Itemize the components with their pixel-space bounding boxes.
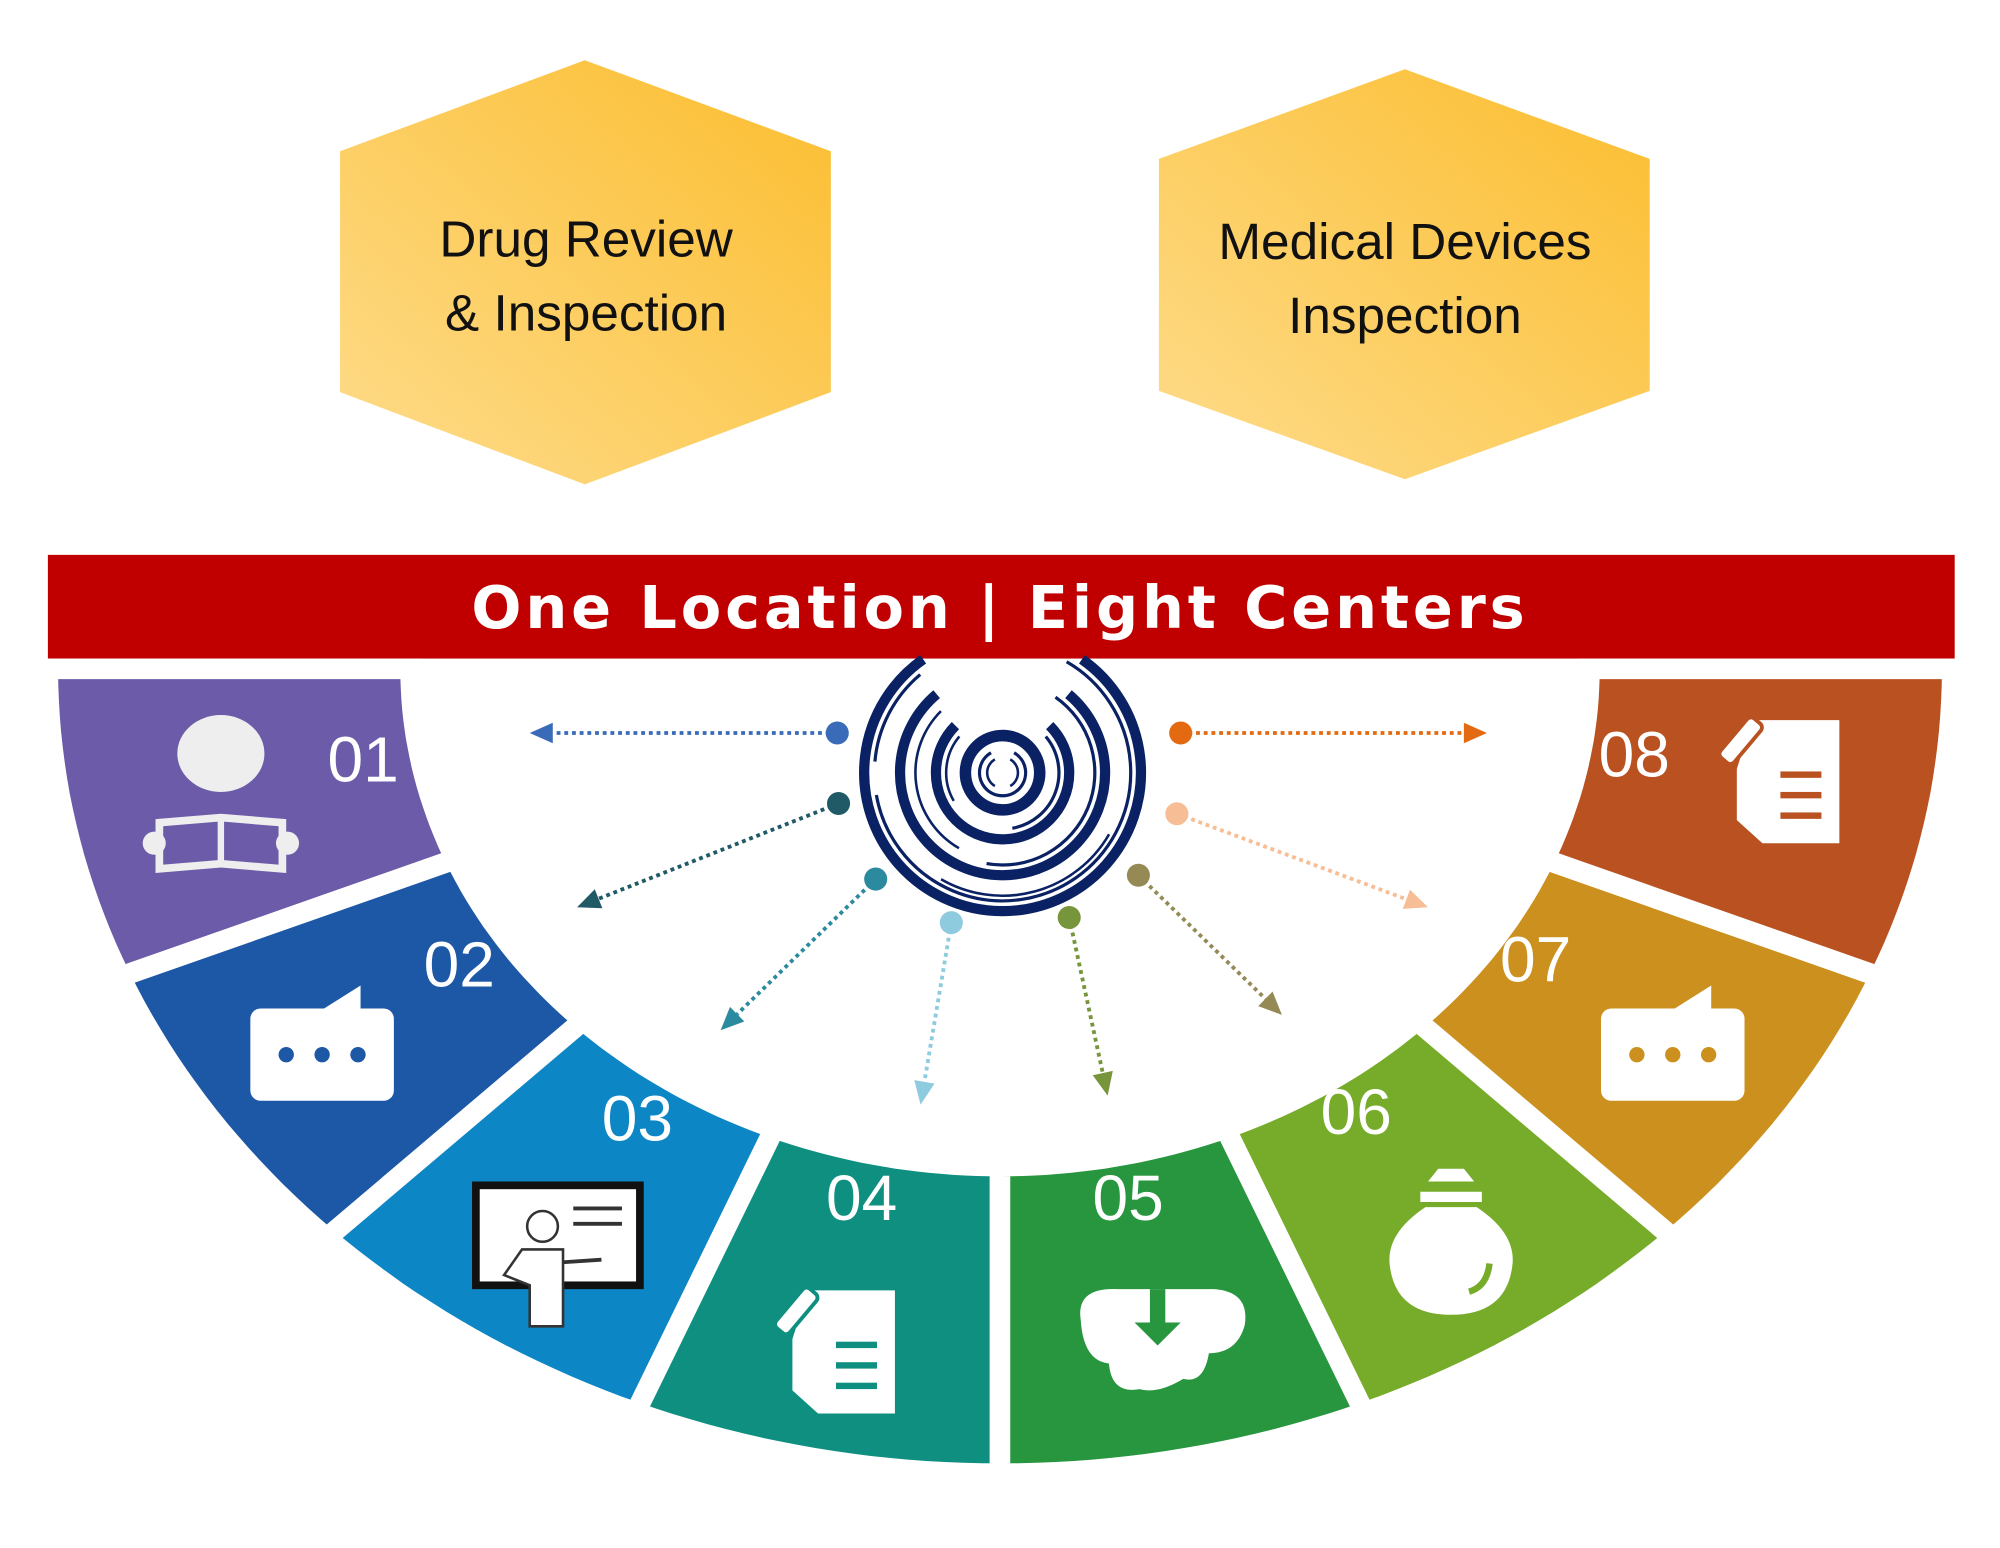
- connector-arrow-03: [720, 867, 888, 1031]
- center-number-05: 05: [1093, 1162, 1164, 1234]
- center-labels: 01 02 03 04 05 06 07 08: [327, 719, 1669, 1234]
- connector-arrow-02: [577, 791, 851, 909]
- logo-arc: [986, 695, 1097, 867]
- logo-arc: [930, 721, 1075, 845]
- logo-arc: [977, 751, 1028, 798]
- document-edit-icon: [773, 1285, 895, 1414]
- connector-arrow-05: [1057, 905, 1113, 1096]
- arrowhead-icon: [529, 722, 553, 744]
- arrowhead-icon: [577, 889, 603, 909]
- connector-dot: [1165, 802, 1189, 826]
- logo-arc: [894, 690, 1111, 881]
- hexagon-label-line1: Drug Review: [439, 210, 733, 267]
- arrowhead-icon: [1463, 722, 1487, 744]
- center-number-01: 01: [327, 724, 398, 796]
- hexagon-label-line2: Inspection: [1288, 287, 1522, 344]
- presenter-board-icon: [472, 1181, 644, 1328]
- hexagon-drug-review: Drug Review & Inspection: [340, 60, 831, 485]
- banner-title: One Location | Eight Centers: [471, 573, 1528, 642]
- connector-arrows: [529, 721, 1487, 1105]
- logo-arc: [985, 758, 996, 788]
- connector-dot: [1169, 721, 1193, 745]
- person-reading-icon: [142, 715, 300, 874]
- lightbulb-icon: [1389, 1168, 1513, 1315]
- center-number-07: 07: [1500, 924, 1571, 996]
- connector-arrow-06: [1126, 863, 1282, 1015]
- connector-dot: [939, 911, 963, 935]
- dotted-line: [1067, 917, 1105, 1074]
- logo-concentric-arcs-icon: [859, 655, 1147, 917]
- center-icons: [142, 715, 1840, 1414]
- document-edit-icon: [1717, 715, 1840, 844]
- center-number-04: 04: [826, 1162, 897, 1234]
- connector-dot: [827, 791, 851, 816]
- logo-arc: [859, 655, 1147, 917]
- connector-arrow-04: [914, 911, 963, 1105]
- connector-arrow-07: [1165, 802, 1429, 909]
- logo-arc: [873, 673, 922, 762]
- arrowhead-icon: [914, 1080, 935, 1105]
- logo-arc: [914, 710, 960, 850]
- banner-gap: [38, 658, 1962, 669]
- banner: One Location | Eight Centers: [47, 554, 1955, 659]
- chat-bubble-icon: [1601, 985, 1745, 1101]
- dotted-line: [1176, 811, 1408, 902]
- logo-core-ring: [959, 729, 1046, 816]
- connector-dot: [1126, 863, 1150, 887]
- center-number-06: 06: [1321, 1076, 1392, 1148]
- connector-arrow-01: [529, 721, 849, 745]
- logo-arc: [1009, 758, 1020, 788]
- connector-dot: [864, 867, 888, 891]
- arrowhead-icon: [1402, 889, 1429, 909]
- arrowhead-icon: [720, 1006, 745, 1031]
- arrowhead-icon: [1258, 991, 1282, 1015]
- connector-dot: [825, 721, 849, 745]
- banner-background: [47, 554, 1955, 659]
- logo-arc: [940, 833, 1111, 898]
- dotted-line: [1137, 873, 1267, 1001]
- arrowhead-icon: [1092, 1070, 1113, 1096]
- dotted-line: [735, 877, 878, 1016]
- hexagon-label-line1: Medical Devices: [1218, 213, 1591, 270]
- connector-arrow-08: [1169, 721, 1487, 745]
- logo-arc: [874, 660, 1133, 903]
- hexagon-label-line2: & Inspection: [445, 285, 727, 342]
- logo-arc: [1012, 735, 1061, 830]
- dotted-line: [597, 801, 840, 901]
- logo-arc: [944, 735, 961, 802]
- center-number-02: 02: [424, 929, 495, 1001]
- cloud-download-icon: [1080, 1288, 1246, 1391]
- connector-dot: [1057, 905, 1081, 930]
- chat-bubble-icon: [250, 985, 394, 1101]
- center-number-08: 08: [1599, 719, 1670, 791]
- center-number-03: 03: [602, 1082, 673, 1154]
- hexagon-medical-devices: Medical Devices Inspection: [1158, 69, 1650, 480]
- dotted-line: [922, 922, 954, 1083]
